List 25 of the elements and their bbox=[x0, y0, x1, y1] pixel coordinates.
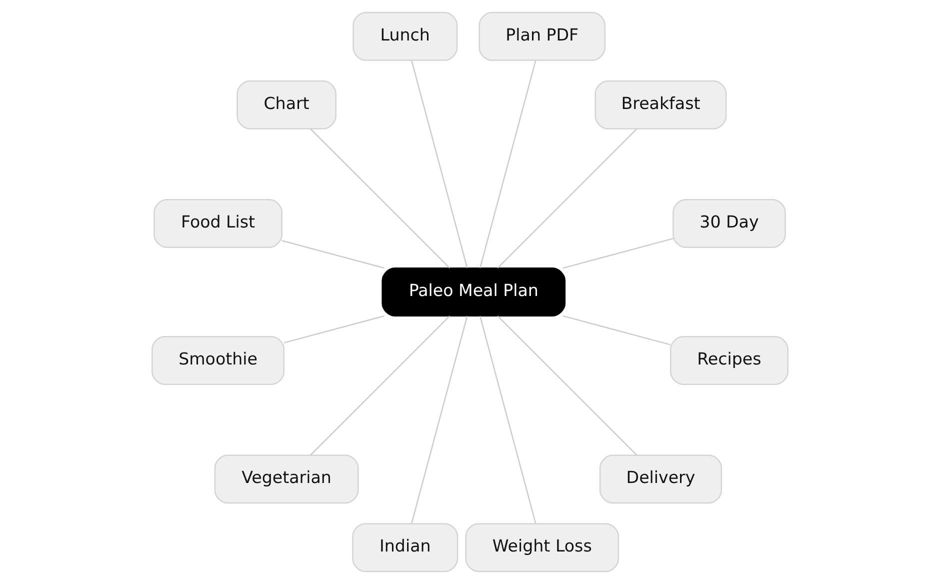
node-box: Food List bbox=[154, 199, 282, 248]
connector bbox=[479, 316, 536, 524]
connector bbox=[282, 240, 384, 269]
node-box: Delivery bbox=[599, 454, 722, 504]
node-box: Recipes bbox=[670, 336, 788, 385]
connector bbox=[497, 316, 638, 456]
node-box: Indian bbox=[352, 523, 458, 572]
connector bbox=[310, 316, 450, 456]
connector bbox=[479, 60, 536, 268]
node-box: Lunch bbox=[352, 12, 458, 61]
connector bbox=[562, 315, 670, 346]
node-box: Smoothie bbox=[152, 336, 285, 385]
node-box: Breakfast bbox=[594, 80, 727, 130]
connector bbox=[284, 315, 384, 344]
node-box: Vegetarian bbox=[214, 454, 359, 504]
connector bbox=[411, 60, 468, 268]
connector bbox=[310, 128, 450, 268]
connector bbox=[562, 238, 674, 269]
node-box: Paleo Meal Plan bbox=[382, 268, 566, 316]
connector bbox=[497, 128, 638, 268]
connector bbox=[411, 316, 468, 524]
node-box: Plan PDF bbox=[478, 12, 606, 61]
node-box: Chart bbox=[236, 80, 336, 130]
node-box: 30 Day bbox=[672, 199, 786, 248]
node-box: Weight Loss bbox=[465, 523, 619, 572]
